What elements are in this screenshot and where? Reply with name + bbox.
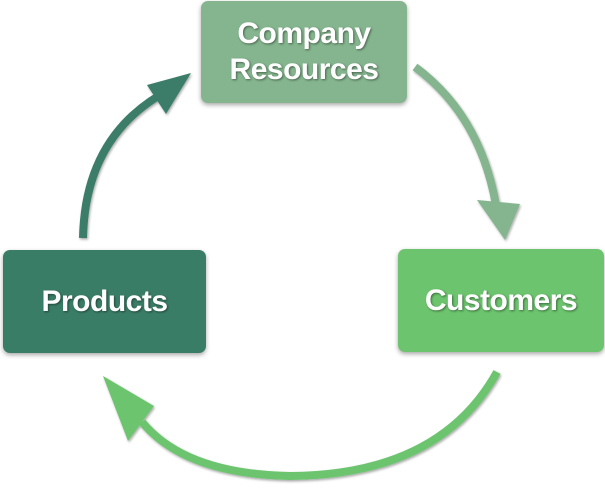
company-resources-node: Company Resources [201,1,407,103]
products-node: Products [3,250,206,353]
customers-label: Customers [424,283,578,317]
arrow-customers-to-products [103,370,501,481]
products-label: Products [41,284,168,318]
company-resources-label: Company Resources [229,17,379,86]
customers-node: Customers [398,249,604,352]
arrow-company-to-customers [412,63,520,240]
arrow-products-to-company [79,73,191,239]
